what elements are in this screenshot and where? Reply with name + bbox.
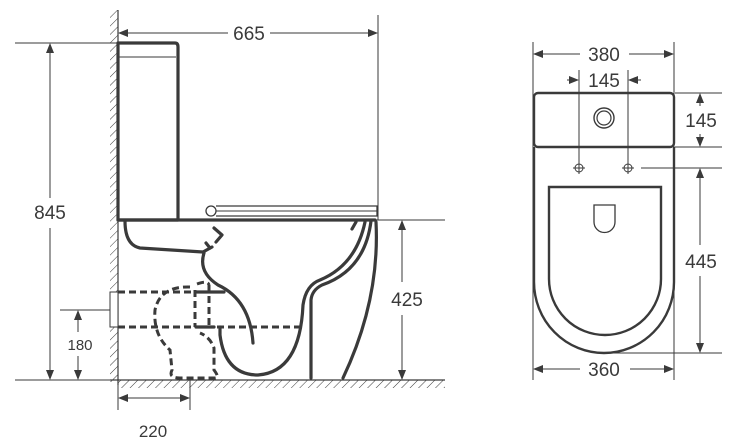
cistern-top (532, 91, 676, 149)
dim-outlet-distance: 220 (139, 422, 167, 441)
dim-overall-depth: 665 (233, 24, 265, 45)
trapway (309, 219, 373, 380)
floor-hatching (118, 380, 445, 388)
dim-tank-depth: 145 (685, 111, 717, 132)
lid-logo (593, 204, 616, 234)
outlet-pipe-stub (109, 291, 119, 328)
dim-fixing-hole-spacing: 145 (588, 71, 620, 92)
dim-seat-height: 425 (391, 290, 423, 311)
dim-bowl-width: 360 (588, 360, 620, 381)
bowl-outline (532, 147, 676, 355)
dim-bowl-length: 445 (685, 252, 717, 273)
hinge-icon (205, 205, 217, 217)
bowl-outer (341, 220, 378, 380)
top-view-dimensions: 380 145 145 445 360 (532, 42, 722, 381)
dim-outlet-height: 180 (67, 337, 92, 354)
cistern (116, 41, 180, 222)
top-view (532, 70, 676, 355)
side-view-dimensions: 665 845 425 180 220 (15, 15, 423, 441)
dim-overall-height: 845 (34, 203, 66, 224)
tank-base (123, 219, 214, 254)
side-view (109, 10, 445, 388)
flush-button-icon[interactable] (593, 107, 615, 129)
seat-lid (547, 185, 663, 337)
wall-hatching (110, 10, 118, 382)
dim-tank-width: 380 (588, 45, 620, 66)
